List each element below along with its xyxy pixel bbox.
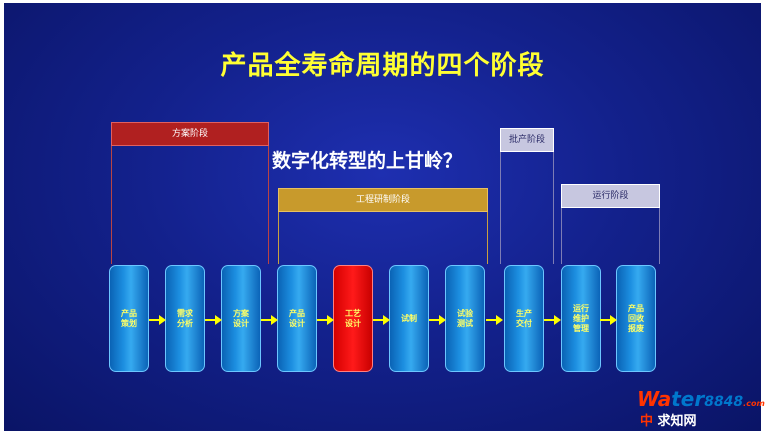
watermark-brand-t: ter	[671, 387, 705, 411]
stage-product-planning: 产品 策划	[109, 265, 149, 372]
arrow-icon	[261, 315, 278, 325]
scheme-phase-label: 方案阶段	[111, 122, 269, 146]
batch-phase-bracket	[500, 150, 554, 264]
watermark-cn: 中 求知网	[640, 410, 697, 429]
stage-product-design: 产品 设计	[277, 265, 317, 372]
watermark-cn-prefix: 中	[640, 414, 654, 429]
arrow-icon	[205, 315, 222, 325]
watermark-cn-text: 求知网	[657, 414, 697, 429]
slide-title: 产品全寿命周期的四个阶段	[220, 51, 545, 81]
arrow-icon	[373, 315, 390, 325]
subtitle: 数字化转型的上甘岭？	[272, 150, 463, 172]
watermark-brand-com: .com	[743, 399, 765, 408]
slide: 产品全寿命周期的四个阶段 方案阶段 数字化转型的上甘岭？ 工程研制阶段 批产阶段…	[4, 3, 761, 431]
stage-operation-maintenance: 运行 维护 管理	[561, 265, 601, 372]
watermark-brand-w: Wa	[637, 387, 672, 411]
arrow-icon	[600, 315, 617, 325]
arrow-icon	[486, 315, 503, 325]
arrow-icon	[544, 315, 561, 325]
stage-process-design: 工艺 设计	[333, 265, 373, 372]
batch-phase-label: 批产阶段	[500, 128, 554, 152]
engineering-phase-label: 工程研制阶段	[278, 188, 488, 212]
watermark-brand-num: 8848	[704, 394, 744, 410]
arrow-icon	[317, 315, 334, 325]
stage-scheme-design: 方案 设计	[221, 265, 261, 372]
stage-production-delivery: 生产 交付	[504, 265, 544, 372]
stage-requirement-analysis: 需求 分析	[165, 265, 205, 372]
scheme-phase-bracket	[111, 146, 269, 264]
stage-recycling-scrap: 产品 回收 报废	[616, 265, 656, 372]
operation-phase-bracket	[561, 206, 660, 264]
arrow-icon	[429, 315, 446, 325]
arrow-icon	[149, 315, 166, 325]
stage-test: 试验 测试	[445, 265, 485, 372]
stage-trial-production: 试制	[389, 265, 429, 372]
engineering-phase-bracket	[278, 211, 488, 264]
watermark-logo: Water8848.com	[637, 387, 765, 411]
operation-phase-label: 运行阶段	[561, 184, 660, 208]
